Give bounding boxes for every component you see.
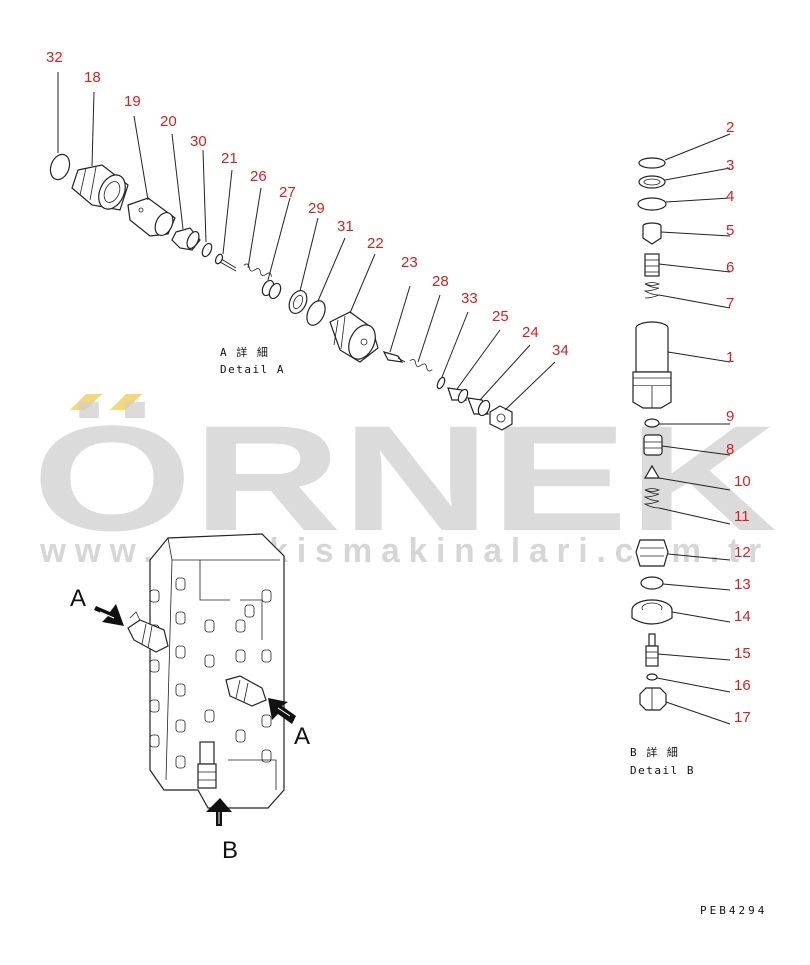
callout-b-16: 16 [734, 677, 751, 694]
callout-b-15: 15 [734, 645, 751, 662]
part-23-poppet [382, 351, 406, 363]
detail-a-title-en: Detail A [220, 363, 285, 376]
callout-a-19: 19 [124, 93, 141, 110]
callout-a-20: 20 [160, 113, 177, 130]
arrow-a-right [268, 698, 296, 724]
part-33-ring [436, 376, 446, 390]
part-21-bolt [214, 253, 237, 272]
callout-b-12: 12 [734, 544, 751, 561]
part-15-screw [645, 633, 659, 667]
part-11-spring [643, 488, 661, 509]
view-label-b: B [222, 837, 238, 864]
drawing-code: PEB4294 [700, 904, 767, 917]
callout-b-1: 1 [726, 349, 734, 366]
part-12-adapter [635, 539, 669, 567]
detail-a-leaders [57, 72, 556, 411]
part-6-plunger [644, 253, 660, 277]
callout-a-27: 27 [279, 184, 296, 201]
watermark-accent-right [110, 394, 142, 410]
part-10-poppet [643, 464, 661, 479]
callout-a-18: 18 [84, 69, 101, 86]
part-20-sleeve [171, 227, 201, 251]
part-34-nut [489, 405, 513, 431]
callout-b-9: 9 [726, 408, 734, 425]
part-28-spring [409, 358, 433, 372]
part-8-seat [643, 434, 663, 456]
valve-block-ports [149, 577, 272, 769]
callout-a-23: 23 [401, 254, 418, 271]
detail-b-parts [631, 157, 673, 711]
callout-b-2: 2 [726, 119, 734, 136]
part-3-backup [638, 175, 666, 189]
detail-a-parts [49, 153, 513, 431]
part-7-spring [643, 282, 661, 299]
part-14-nut [631, 599, 673, 625]
callout-b-4: 4 [726, 188, 734, 205]
detail-b-title-jp: B 詳 細 [630, 745, 679, 759]
relief-valve-b [197, 741, 217, 789]
callout-a-25: 25 [492, 308, 509, 325]
valve-block [127, 533, 285, 809]
callout-b-11: 11 [734, 508, 750, 525]
part-29-backup-ring [288, 290, 308, 314]
callout-a-22: 22 [367, 235, 384, 252]
callout-b-6: 6 [726, 259, 734, 276]
detail-b-title-en: Detail B [630, 764, 695, 777]
part-18-sleeve [71, 164, 129, 211]
callout-a-31: 31 [337, 218, 354, 235]
part-24-threaded [467, 397, 491, 417]
detail-b-callouts: 2 3 4 5 6 7 1 9 8 10 11 12 13 14 15 16 1… [726, 119, 751, 726]
callout-b-10: 10 [734, 473, 751, 490]
callout-a-33: 33 [461, 290, 478, 307]
view-label-a-left: A [70, 585, 86, 612]
callout-b-14: 14 [734, 608, 751, 625]
callout-b-17: 17 [734, 709, 751, 726]
part-25-screw [447, 387, 469, 404]
callout-b-7: 7 [726, 295, 734, 312]
callout-b-3: 3 [726, 157, 734, 174]
part-4-oring [637, 197, 667, 211]
part-31-oring [306, 300, 326, 326]
callout-a-29: 29 [308, 200, 325, 217]
part-26-spring [243, 263, 272, 277]
part-5-cap [642, 222, 662, 245]
arrow-a-left [94, 604, 124, 626]
detail-b-leaders [656, 133, 731, 725]
part-1-body [632, 321, 672, 409]
part-30-washer [201, 242, 213, 258]
callout-b-5: 5 [726, 222, 734, 239]
callout-a-34: 34 [552, 342, 569, 359]
part-19-piston [127, 197, 176, 237]
detail-a-title-jp: A 詳 細 [220, 345, 269, 359]
relief-valve-a-right [225, 675, 267, 707]
callout-a-21: 21 [221, 150, 238, 167]
view-label-a-right: A [294, 723, 310, 750]
part-27-seat [261, 279, 282, 300]
part-2-oring [638, 157, 666, 169]
arrow-b-bottom [206, 798, 232, 826]
callout-b-8: 8 [726, 441, 734, 458]
callout-a-32: 32 [46, 49, 63, 66]
callout-b-13: 13 [734, 576, 751, 593]
part-16-ring [646, 673, 658, 681]
part-22-valve-body [329, 311, 379, 363]
relief-valve-a-upper [127, 611, 169, 653]
watermark-accent-left [70, 394, 102, 410]
part-17-locknut [639, 687, 667, 711]
view-arrows [94, 604, 296, 826]
callout-a-26: 26 [250, 168, 267, 185]
part-13-oring [640, 576, 664, 590]
callout-a-28: 28 [432, 273, 449, 290]
detail-a-callouts: 32 18 19 20 30 21 26 27 29 31 22 23 28 3… [46, 49, 569, 359]
callout-a-30: 30 [190, 133, 207, 150]
callout-a-24: 24 [522, 324, 539, 341]
part-9-ring [644, 418, 660, 428]
part-32-oring [49, 153, 71, 181]
